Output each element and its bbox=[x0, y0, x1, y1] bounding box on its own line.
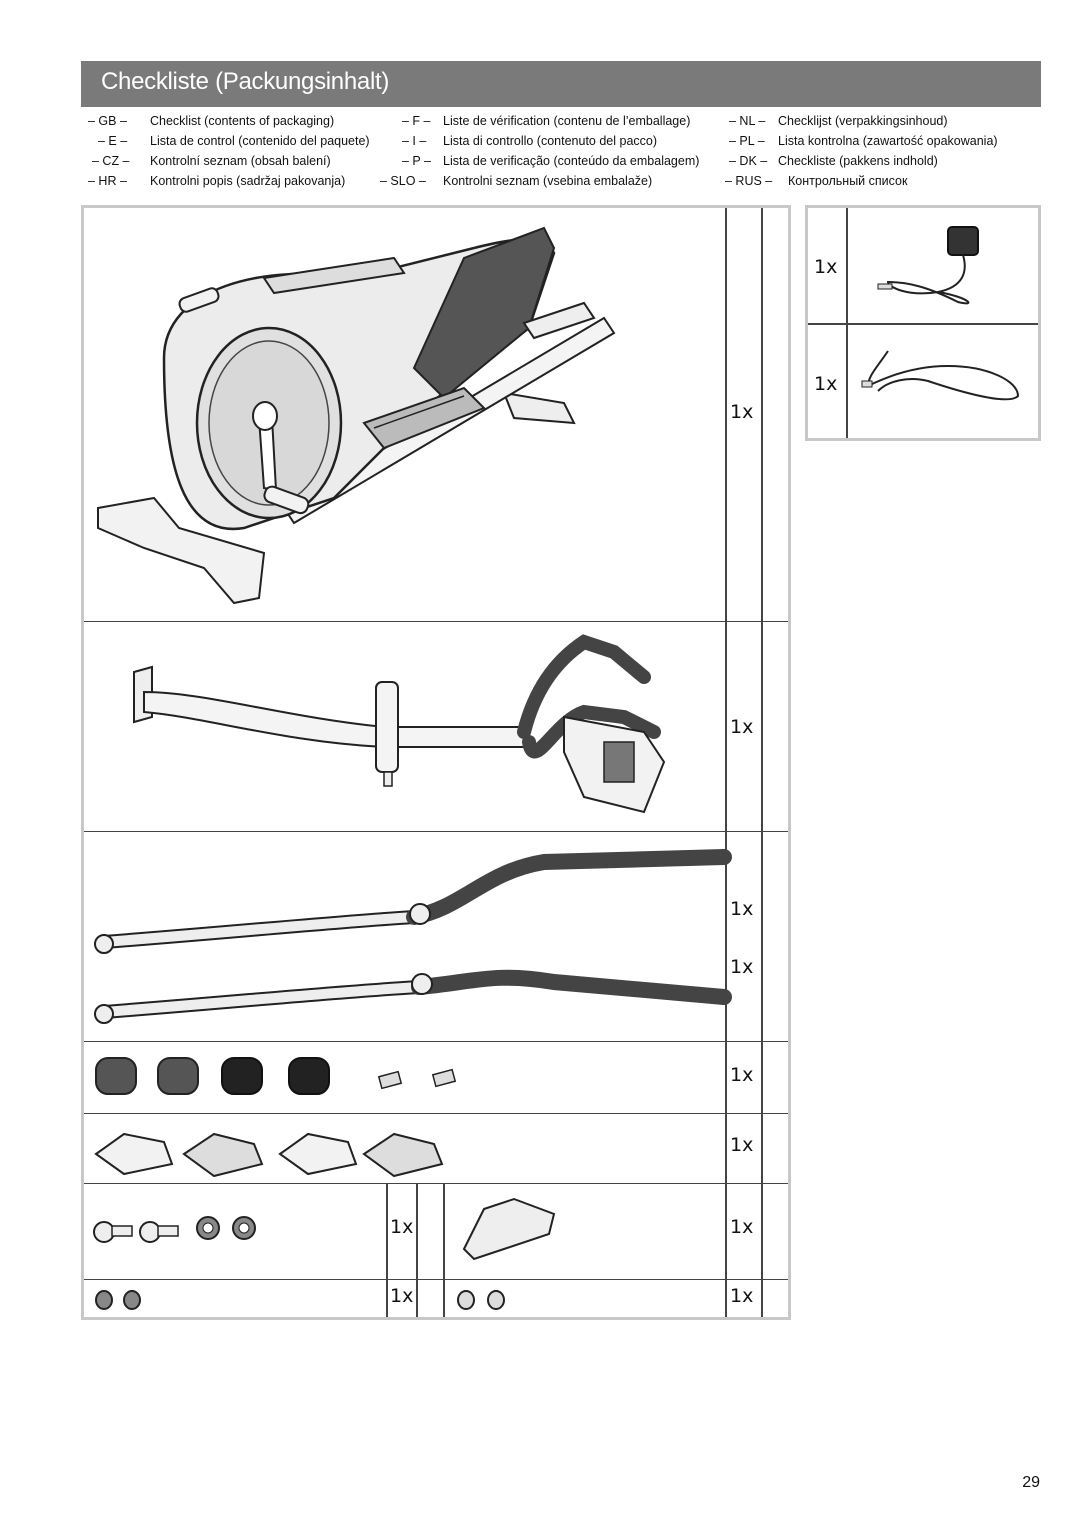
lang-row: – HR – Kontrolni popis (sadržaj pakovanj… bbox=[88, 174, 1040, 194]
lang-code: – CZ – bbox=[92, 154, 130, 168]
quantity-label: 1x bbox=[814, 256, 838, 278]
column-divider bbox=[386, 1184, 388, 1280]
quantity-label: 1x bbox=[730, 1134, 754, 1156]
column-divider bbox=[386, 1280, 388, 1317]
page-number: 29 bbox=[1022, 1474, 1040, 1491]
lang-code: – GB – bbox=[88, 114, 127, 128]
lang-code: – DK – bbox=[729, 154, 768, 168]
pedal-arms-illustration bbox=[94, 849, 732, 1024]
lang-text: Lista di controllo (contenuto del pacco) bbox=[443, 134, 658, 148]
lang-code: – SLO – bbox=[380, 174, 426, 188]
cable-illustration bbox=[861, 350, 1020, 401]
lang-code: – I – bbox=[402, 134, 427, 148]
lang-code: – F – bbox=[402, 114, 431, 128]
lang-text: Lista de verificação (conteúdo da embala… bbox=[443, 154, 700, 168]
elliptical-frame-illustration bbox=[97, 226, 616, 605]
lang-text: Lista kontrolna (zawartość opakowania) bbox=[778, 134, 998, 148]
lang-text: Checklist (contents of packaging) bbox=[150, 114, 335, 128]
small-caps-illustration bbox=[95, 1290, 141, 1310]
accessories-table: 1x 1x bbox=[805, 205, 1041, 441]
parts-table: 1x 1x bbox=[81, 205, 791, 1320]
lang-text: Checkliste (pakkens indhold) bbox=[778, 154, 938, 168]
screws-illustration bbox=[93, 1216, 256, 1243]
quantity-label: 1x bbox=[730, 1285, 754, 1307]
row-pedal-arms: 1x 1x bbox=[84, 832, 788, 1042]
row-small-caps: 1x 1x bbox=[84, 1280, 788, 1317]
row-pedal-covers: 1x bbox=[84, 1114, 788, 1184]
row-covers: 1x bbox=[84, 1042, 788, 1114]
title-bar: Checkliste (Packungsinhalt) bbox=[81, 61, 1041, 107]
quantity-label: 1x bbox=[730, 956, 754, 978]
lang-code: – P – bbox=[402, 154, 431, 168]
quantity-label: 1x bbox=[730, 898, 754, 920]
column-divider bbox=[725, 208, 727, 1317]
lang-code: – RUS – bbox=[725, 174, 773, 188]
quantity-label: 1x bbox=[730, 1216, 754, 1238]
lang-code: – PL – bbox=[729, 134, 765, 148]
row-screws: 1x 1x bbox=[84, 1184, 788, 1280]
quantity-label: 1x bbox=[730, 716, 754, 738]
covers-illustration bbox=[95, 1057, 457, 1095]
quantity-label: 1x bbox=[730, 1064, 754, 1086]
small-caps-2-illustration bbox=[457, 1290, 505, 1310]
lang-row: – E – Lista de control (contenido del pa… bbox=[88, 134, 1040, 154]
lang-row: – CZ – Kontrolní seznam (obsah balení) –… bbox=[88, 154, 1040, 174]
quantity-label: 1x bbox=[390, 1285, 414, 1307]
column-divider bbox=[443, 1184, 445, 1280]
language-list: – GB – Checklist (contents of packaging)… bbox=[88, 114, 1040, 194]
quantity-label: 1x bbox=[814, 373, 838, 395]
quantity-label: 1x bbox=[730, 401, 754, 423]
column-divider bbox=[416, 1184, 418, 1280]
row-frame: 1x bbox=[84, 208, 788, 622]
lang-code: – NL – bbox=[729, 114, 766, 128]
cap-illustration bbox=[462, 1197, 556, 1261]
lang-text: Checklijst (verpakkingsinhoud) bbox=[778, 114, 948, 128]
page-title: Checkliste (Packungsinhalt) bbox=[101, 68, 390, 95]
power-adapter-illustration bbox=[877, 226, 979, 305]
lang-code: – E – bbox=[98, 134, 128, 148]
lang-row: – GB – Checklist (contents of packaging)… bbox=[88, 114, 1040, 134]
lang-code: – HR – bbox=[88, 174, 127, 188]
handlebar-console-illustration bbox=[133, 634, 666, 814]
lang-text: Контрольный список bbox=[788, 174, 908, 188]
column-divider bbox=[761, 208, 763, 1317]
lang-text: Lista de control (contenido del paquete) bbox=[150, 134, 370, 148]
quantity-label: 1x bbox=[390, 1216, 414, 1238]
lang-text: Kontrolni seznam (vsebina embalaže) bbox=[443, 174, 653, 188]
lang-text: Liste de vérification (contenu de l’emba… bbox=[443, 114, 691, 128]
row-divider bbox=[808, 323, 1038, 325]
column-divider bbox=[443, 1280, 445, 1317]
pedal-covers-illustration bbox=[94, 1132, 444, 1178]
column-divider bbox=[416, 1280, 418, 1317]
lang-text: Kontrolni popis (sadržaj pakovanja) bbox=[150, 174, 346, 188]
lang-text: Kontrolní seznam (obsah balení) bbox=[150, 154, 331, 168]
row-handlebar: 1x bbox=[84, 622, 788, 832]
